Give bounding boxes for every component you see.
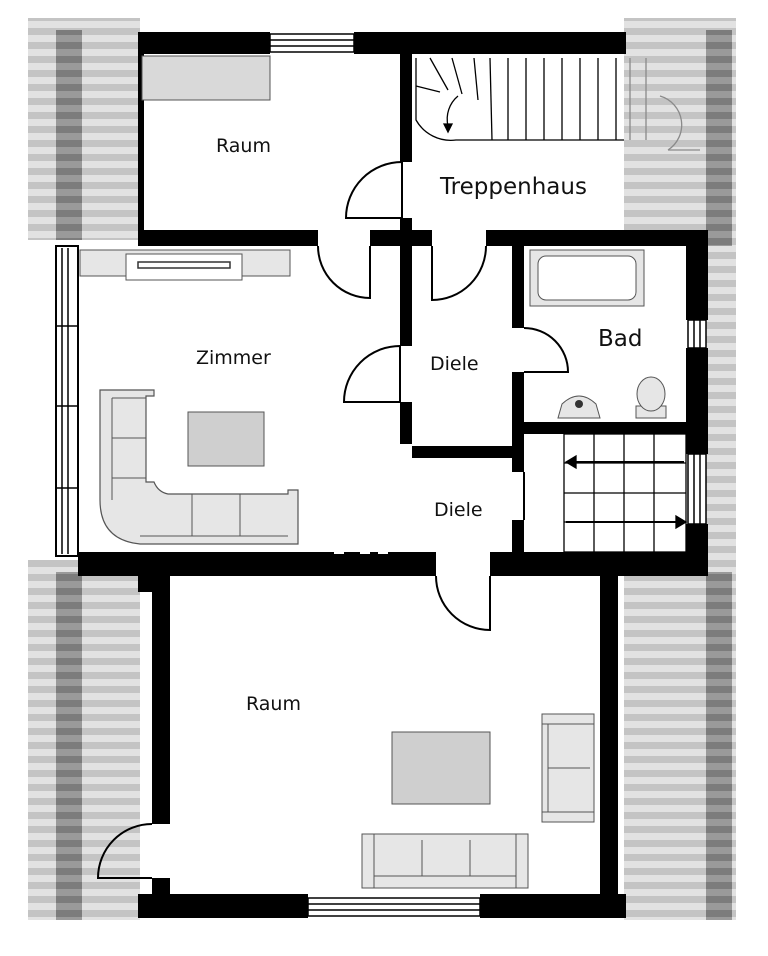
wall — [138, 32, 270, 54]
window-shower — [687, 453, 707, 525]
wall — [524, 422, 688, 434]
roof-slope-top-left-dark — [56, 30, 82, 240]
doors — [96, 161, 570, 879]
wall — [152, 576, 170, 824]
wall — [686, 246, 708, 320]
wall — [400, 402, 412, 444]
wall — [55, 245, 79, 557]
shower-tiles — [563, 433, 688, 553]
wall — [138, 230, 318, 246]
door-bad — [523, 327, 570, 373]
door-treppe-diele — [431, 245, 487, 302]
wall — [490, 552, 708, 576]
door-balcony — [96, 823, 153, 879]
corner-sofa — [99, 389, 299, 545]
door-zimmer-diele — [342, 345, 401, 403]
window-bottom — [307, 897, 481, 917]
coffee-table — [391, 731, 491, 805]
armchair-sofa — [541, 713, 595, 823]
roof-slope-right-middle — [706, 246, 736, 560]
window-top — [269, 33, 355, 53]
roof-slope-bottom-left-dark — [56, 572, 82, 920]
roof-slope-bottom-right-dark — [706, 572, 732, 920]
wall — [370, 230, 432, 246]
roof-slope-bottom-left — [28, 560, 140, 920]
wall — [600, 576, 618, 898]
wall — [512, 246, 524, 328]
window-bad — [687, 319, 707, 349]
room-label-diele-lower: Diele — [434, 499, 483, 521]
wall — [480, 894, 626, 918]
door-zimmer-top — [317, 245, 371, 300]
walls — [55, 32, 708, 918]
roof-slope-top-right-dark — [706, 30, 732, 246]
cabinet — [141, 55, 271, 101]
wall — [400, 246, 412, 346]
wall — [138, 32, 144, 246]
room-label-raum-bottom: Raum — [246, 693, 301, 715]
wall — [620, 32, 626, 54]
room-label-raum-top: Raum — [216, 135, 271, 157]
wall — [354, 32, 626, 54]
wall — [486, 230, 708, 246]
wall — [686, 524, 708, 558]
sink — [557, 395, 601, 419]
sofa — [361, 833, 529, 889]
room-label-diele-upper: Diele — [430, 353, 479, 375]
windows — [269, 33, 707, 917]
wall — [400, 218, 412, 232]
room-labels: Raum Treppenhaus Zimmer Diele Bad Diele … — [196, 135, 642, 715]
wall — [400, 54, 412, 162]
wall — [78, 552, 436, 576]
wall — [686, 348, 708, 454]
wall — [512, 520, 524, 554]
wall — [152, 878, 170, 896]
zimmer-furniture — [79, 249, 299, 545]
toilet — [635, 376, 667, 419]
roof-slope-top-left — [28, 18, 140, 240]
roof-slopes — [28, 18, 736, 920]
room-label-treppenhaus: Treppenhaus — [439, 174, 587, 200]
door-raum-top — [344, 161, 403, 219]
staircase — [415, 57, 700, 151]
door-raum-bottom — [435, 575, 491, 632]
wall — [138, 894, 308, 918]
bad-furniture — [529, 249, 667, 419]
room-label-bad: Bad — [598, 326, 642, 352]
wall — [412, 446, 512, 458]
raum-bottom-furniture — [361, 713, 595, 889]
wall — [512, 372, 524, 472]
coffee-table — [187, 411, 265, 467]
room-label-zimmer: Zimmer — [196, 347, 271, 369]
